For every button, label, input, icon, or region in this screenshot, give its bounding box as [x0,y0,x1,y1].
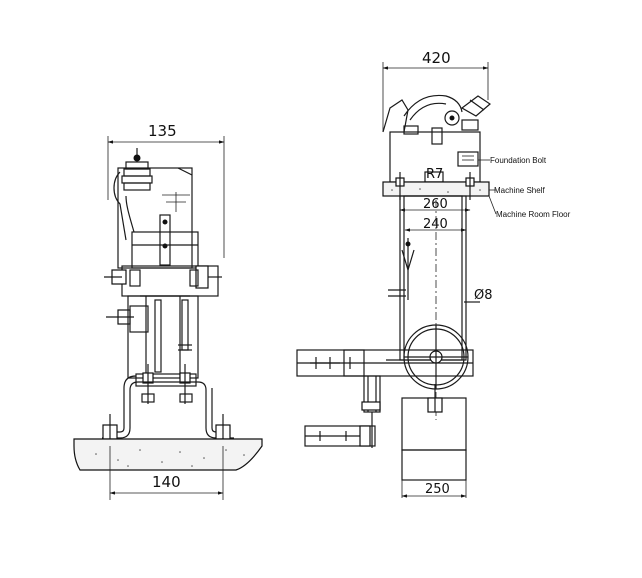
dim-135-label: 135 [148,122,177,140]
label-foundation-bolt: Foundation Bolt [490,156,547,165]
spring-insulator [113,148,153,241]
label-machine-room-floor: Machine Room Floor [496,210,571,219]
dim-r7-label: R7 [426,167,443,182]
lower-bolt [106,305,149,333]
dimension-420: 420 [382,49,489,132]
dimension-140: 140 [109,446,224,500]
side-view: 135 [73,122,263,500]
dim-140-label: 140 [152,473,181,491]
machine-shelf [382,172,490,200]
lower-arm [304,425,376,447]
dimension-135: 135 [107,122,225,258]
dim-diameter-label: Ø8 [474,288,493,303]
dim-240-label: 240 [423,217,448,232]
dim-420-label: 420 [422,49,451,67]
dim-250-label: 250 [425,482,450,497]
base-bolts [135,364,197,404]
counterweight [401,384,467,481]
dimension-260: 260 [399,197,471,212]
front-view: 420 R7 Foundation Bolt [296,49,571,498]
dim-260-label: 260 [423,197,448,212]
tension-pulley [403,324,469,390]
traction-machine [382,94,491,145]
pendant-bracket [361,375,381,448]
dimension-240: 240 [404,217,467,232]
side-bolts [104,265,222,297]
tension-arm [296,349,474,377]
label-machine-shelf: Machine Shelf [494,186,545,195]
dimension-250: 250 [401,480,467,498]
concrete-floor [73,438,263,471]
